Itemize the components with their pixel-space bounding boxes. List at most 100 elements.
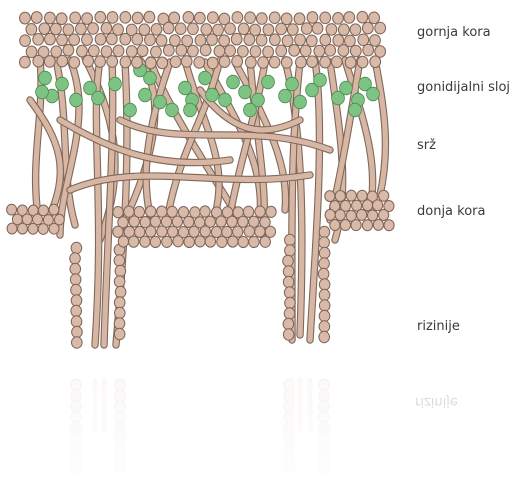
cortex-cell	[145, 34, 156, 46]
cortex-cell	[216, 216, 226, 227]
cortex-cell	[307, 12, 318, 24]
cortex-cell	[379, 190, 389, 201]
cortex-cell	[70, 12, 81, 24]
rhizine-cell	[114, 328, 125, 339]
cortex-cell	[225, 45, 236, 57]
cortex-cell	[258, 57, 269, 69]
cortex-cell	[124, 206, 134, 217]
cortex-cell	[44, 56, 55, 68]
alga-cell	[154, 95, 167, 109]
alga-cell	[92, 91, 105, 105]
cortex-cell	[183, 12, 194, 24]
rhizine-cell	[283, 318, 294, 329]
cortex-cell	[338, 24, 349, 36]
cortex-cell	[170, 56, 181, 68]
cortex-cell	[107, 12, 118, 24]
cortex-cell	[294, 13, 305, 25]
alga-cell	[199, 71, 212, 85]
cortex-cell	[362, 200, 372, 211]
cortex-cell	[76, 23, 87, 35]
cortex-cell	[338, 45, 349, 57]
cortex-cell	[232, 12, 243, 24]
cortex-cell	[231, 33, 242, 45]
cortex-cell	[113, 207, 123, 218]
cortex-cell	[320, 34, 331, 46]
alga-cell	[244, 103, 257, 117]
cortex-cell	[163, 44, 174, 56]
alga-cell	[70, 93, 83, 107]
cortex-cell	[106, 33, 117, 45]
cortex-cell	[113, 45, 124, 57]
alga-cell	[36, 85, 49, 99]
cortex-cell	[95, 56, 106, 68]
cortex-cell	[255, 206, 265, 217]
cortex-cell	[333, 12, 344, 24]
cortex-cell	[157, 226, 167, 237]
cortex-cell	[281, 57, 292, 69]
cortex-cell	[195, 236, 205, 247]
cortex-cell	[146, 206, 156, 217]
cortex-cell	[263, 46, 274, 58]
cortex-cell	[126, 46, 137, 58]
cortex-cell	[263, 24, 274, 36]
cortex-cell	[184, 236, 194, 247]
cortex-cell	[132, 12, 143, 24]
cortex-cell	[101, 22, 112, 34]
cortex-cell	[312, 22, 323, 34]
cortex-cell	[49, 223, 59, 234]
cortex-cell	[307, 56, 318, 68]
cortex-cell	[325, 44, 336, 56]
cortex-cell	[357, 11, 368, 23]
rhizine-cell	[319, 310, 330, 321]
cortex-cell	[57, 34, 68, 46]
alga-cell	[367, 87, 380, 101]
cortex-cell	[243, 206, 253, 217]
rhizine-cell	[283, 329, 294, 340]
cortex-cell	[69, 34, 80, 46]
cortex-cell	[276, 23, 287, 35]
cortex-cell	[169, 12, 180, 24]
cortex-cell	[351, 220, 361, 231]
alga-cell	[179, 81, 192, 95]
rhizine-cell	[284, 287, 295, 298]
cortex-cell	[173, 236, 183, 247]
rhizine-cell	[71, 284, 82, 295]
rhizine-cell	[71, 305, 82, 316]
cortex-cell	[157, 57, 168, 69]
cortex-cell	[345, 57, 356, 69]
cortex-cell	[77, 45, 88, 57]
cortex-cell	[296, 56, 307, 68]
label-medulla: srž	[417, 138, 436, 153]
cortex-cell	[205, 236, 215, 247]
cortex-cell	[56, 13, 67, 25]
rhizine-cell	[284, 308, 295, 319]
alga-cell	[349, 103, 362, 117]
cortex-cell	[335, 210, 345, 221]
cortex-cell	[207, 57, 218, 69]
cortex-cell	[172, 216, 182, 227]
rhizine-cell	[114, 297, 125, 308]
cortex-cell	[250, 46, 261, 58]
label-rhizines-reflection: rizinije	[415, 394, 458, 409]
cortex-cell	[245, 56, 256, 68]
cortex-cell	[384, 220, 394, 231]
cortex-cell	[306, 35, 317, 47]
cortex-cell	[190, 207, 200, 218]
rhizine-cell	[319, 279, 330, 290]
cortex-cell	[331, 56, 342, 68]
cortex-cell	[88, 23, 99, 35]
cortex-cell	[189, 226, 199, 237]
alga-cell	[279, 89, 292, 103]
cortex-cell	[211, 226, 221, 237]
cortex-cell	[175, 23, 186, 35]
alga-cell	[139, 88, 152, 102]
cortex-cell	[325, 191, 335, 202]
cortex-cell	[63, 44, 74, 56]
cortex-cell	[184, 216, 194, 227]
cortex-cell	[372, 200, 382, 211]
cortex-cell	[249, 236, 259, 247]
cortex-cell	[33, 55, 44, 67]
cortex-cell	[95, 33, 106, 45]
cortex-cell	[188, 23, 199, 35]
cortex-cell	[140, 236, 150, 247]
